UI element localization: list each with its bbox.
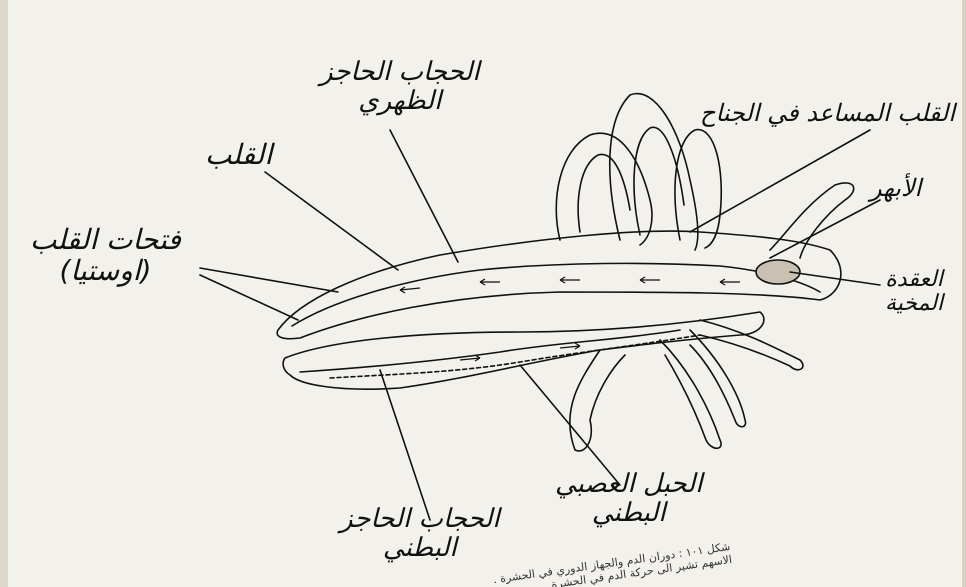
leader-ostia-1 [200,268,338,292]
dorsal-body-outline [277,231,841,339]
label-ventral-cord-line1: الحبل العصبي [555,470,702,499]
label-brain-line2: المخية [885,292,943,316]
label-ostia: فتحات القلب (اوستيا) [30,225,181,287]
flow-arrow [640,277,660,283]
flow-arrow [560,277,580,283]
label-brain-line1: العقدة [885,268,943,292]
wing-left-inner [578,154,630,232]
flow-arrow [480,279,500,285]
ventral-nerve-cord [330,335,700,378]
leg-3 [700,320,803,370]
leader-wing-heart [690,130,870,232]
ventral-body-outline [283,312,764,389]
label-wing-heart: القلب المساعد في الجناح [700,100,955,126]
wing-middle [610,94,698,250]
leader-brain [790,272,880,285]
label-ostia-line1: فتحات القلب [30,225,181,256]
leader-dorsal-diaphragm [390,130,458,262]
flow-arrow [400,287,420,293]
label-dorsal-diaphragm-line1: الحجاب الحاجز [320,58,480,87]
label-ventral-diaphragm-line1: الحجاب الحاجز [340,505,500,534]
label-heart: القلب [205,140,272,171]
label-ostia-line2: (اوستيا) [30,256,181,287]
label-brain-ganglion: العقدة المخية [885,268,943,316]
leader-heart [265,172,398,270]
label-ventral-cord-line2: البطني [555,499,702,528]
label-aorta: الأبهر [870,175,921,201]
ventral-diaphragm-line [300,330,680,372]
flow-arrow [720,279,740,285]
label-dorsal-diaphragm-line2: الظهري [320,87,480,116]
label-ventral-nerve-cord: الحبل العصبي البطني [555,470,702,527]
label-dorsal-diaphragm: الحجاب الحاجز الظهري [320,58,480,115]
label-ventral-diaphragm-line2: البطني [340,534,500,563]
label-ventral-diaphragm: الحجاب الحاجز البطني [340,505,500,562]
leader-ventral-diaphragm [380,370,430,520]
leader-aorta [770,200,880,258]
